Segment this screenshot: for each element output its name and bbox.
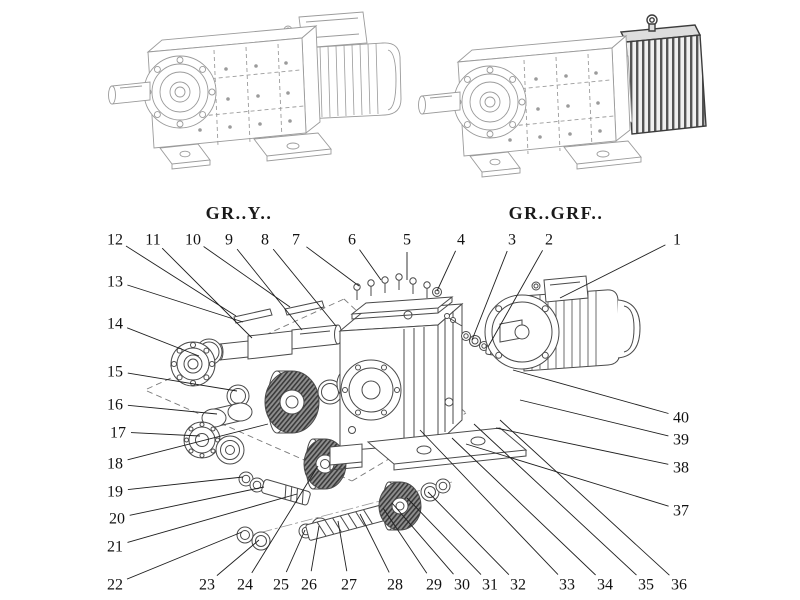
leader-line-7 bbox=[306, 246, 360, 287]
leader-line-24 bbox=[251, 465, 319, 574]
callout-number-4: 4 bbox=[457, 232, 465, 249]
leader-line-28 bbox=[359, 513, 390, 573]
output-bearing bbox=[170, 341, 216, 387]
callout-number-19: 19 bbox=[107, 484, 123, 501]
callout-number-26: 26 bbox=[301, 577, 317, 594]
label-gr-y: GR..Y.. bbox=[206, 203, 273, 223]
leader-line-39 bbox=[519, 399, 669, 437]
leader-line-34 bbox=[451, 437, 596, 576]
callout-number-27: 27 bbox=[341, 577, 357, 594]
leader-line-33 bbox=[419, 429, 559, 575]
callout-number-15: 15 bbox=[107, 364, 123, 381]
motor bbox=[484, 275, 641, 372]
leader-line-21 bbox=[127, 493, 298, 543]
callout-number-23: 23 bbox=[199, 577, 215, 594]
leader-line-16 bbox=[127, 404, 218, 415]
output-gear bbox=[264, 370, 320, 434]
leader-line-25 bbox=[285, 529, 306, 573]
callout-number-16: 16 bbox=[107, 397, 123, 414]
callout-number-18: 18 bbox=[107, 456, 123, 473]
leader-line-36 bbox=[499, 419, 670, 576]
callout-number-28: 28 bbox=[387, 577, 403, 594]
callout-number-1: 1 bbox=[673, 232, 681, 249]
callout-number-40: 40 bbox=[673, 410, 689, 427]
assembled-view-gr-y bbox=[108, 11, 402, 170]
leader-line-19 bbox=[127, 476, 244, 491]
leader-line-37 bbox=[465, 443, 669, 507]
callout-number-24: 24 bbox=[237, 577, 253, 594]
intermediate-bearings bbox=[183, 421, 245, 465]
callout-number-9: 9 bbox=[225, 232, 233, 249]
callout-number-35: 35 bbox=[638, 577, 654, 594]
leader-line-31 bbox=[406, 497, 482, 575]
leader-line-14 bbox=[126, 327, 200, 357]
leader-line-15 bbox=[127, 372, 238, 392]
callout-number-10: 10 bbox=[185, 232, 201, 249]
callout-number-11: 11 bbox=[145, 232, 160, 249]
leader-line-10 bbox=[203, 246, 291, 308]
leader-line-6 bbox=[359, 249, 382, 281]
callout-number-13: 13 bbox=[107, 274, 123, 291]
leader-line-29 bbox=[382, 507, 428, 574]
callout-number-21: 21 bbox=[107, 539, 123, 556]
callout-number-37: 37 bbox=[673, 503, 689, 520]
callout-number-20: 20 bbox=[109, 511, 125, 528]
leader-line-13 bbox=[127, 284, 244, 323]
callout-number-32: 32 bbox=[510, 577, 526, 594]
leader-line-38 bbox=[495, 427, 669, 465]
leader-line-30 bbox=[391, 502, 454, 575]
leader-line-1 bbox=[559, 244, 666, 299]
leader-line-12 bbox=[125, 245, 237, 317]
pinion-shaft bbox=[305, 500, 401, 541]
leader-line-9 bbox=[236, 248, 303, 331]
callout-number-17: 17 bbox=[110, 425, 126, 442]
callout-number-33: 33 bbox=[559, 577, 575, 594]
leader-line-22 bbox=[126, 531, 243, 580]
callout-number-36: 36 bbox=[671, 577, 687, 594]
callout-number-14: 14 bbox=[107, 316, 123, 333]
leader-line-35 bbox=[473, 423, 637, 576]
gearbox-housing bbox=[329, 302, 528, 471]
callout-number-8: 8 bbox=[261, 232, 269, 249]
callout-number-2: 2 bbox=[545, 232, 553, 249]
callout-number-31: 31 bbox=[482, 577, 498, 594]
callout-number-22: 22 bbox=[107, 577, 123, 594]
leader-line-27 bbox=[337, 520, 348, 572]
callout-number-3: 3 bbox=[508, 232, 516, 249]
housing-cover-and-bolts bbox=[350, 273, 454, 320]
leader-line-32 bbox=[427, 491, 510, 576]
small-pinion bbox=[261, 479, 311, 506]
leader-line-2 bbox=[487, 250, 543, 348]
label-gr-grf: GR..GRF.. bbox=[509, 203, 604, 223]
leader-line-20 bbox=[129, 486, 265, 516]
callout-number-25: 25 bbox=[273, 577, 289, 594]
callout-number-34: 34 bbox=[597, 577, 613, 594]
leader-line-26 bbox=[310, 525, 320, 572]
callout-number-38: 38 bbox=[673, 460, 689, 477]
leader-line-11 bbox=[161, 247, 253, 339]
callout-number-29: 29 bbox=[426, 577, 442, 594]
callout-number-6: 6 bbox=[348, 232, 356, 249]
leader-line-23 bbox=[216, 539, 260, 576]
leader-line-3 bbox=[471, 250, 508, 341]
leader-line-8 bbox=[272, 248, 337, 327]
callout-number-39: 39 bbox=[673, 432, 689, 449]
leader-line-17 bbox=[130, 432, 201, 437]
callout-number-30: 30 bbox=[454, 577, 470, 594]
leader-line-4 bbox=[436, 250, 457, 292]
leader-line-18 bbox=[127, 423, 269, 461]
callout-number-12: 12 bbox=[107, 232, 123, 249]
leader-line-40 bbox=[512, 369, 669, 414]
callout-number-7: 7 bbox=[292, 232, 300, 249]
output-shaft bbox=[216, 324, 342, 361]
assembled-view-gr-grf bbox=[418, 14, 707, 178]
housing-bolt-dots bbox=[194, 61, 292, 132]
callout-number-5: 5 bbox=[403, 232, 411, 249]
